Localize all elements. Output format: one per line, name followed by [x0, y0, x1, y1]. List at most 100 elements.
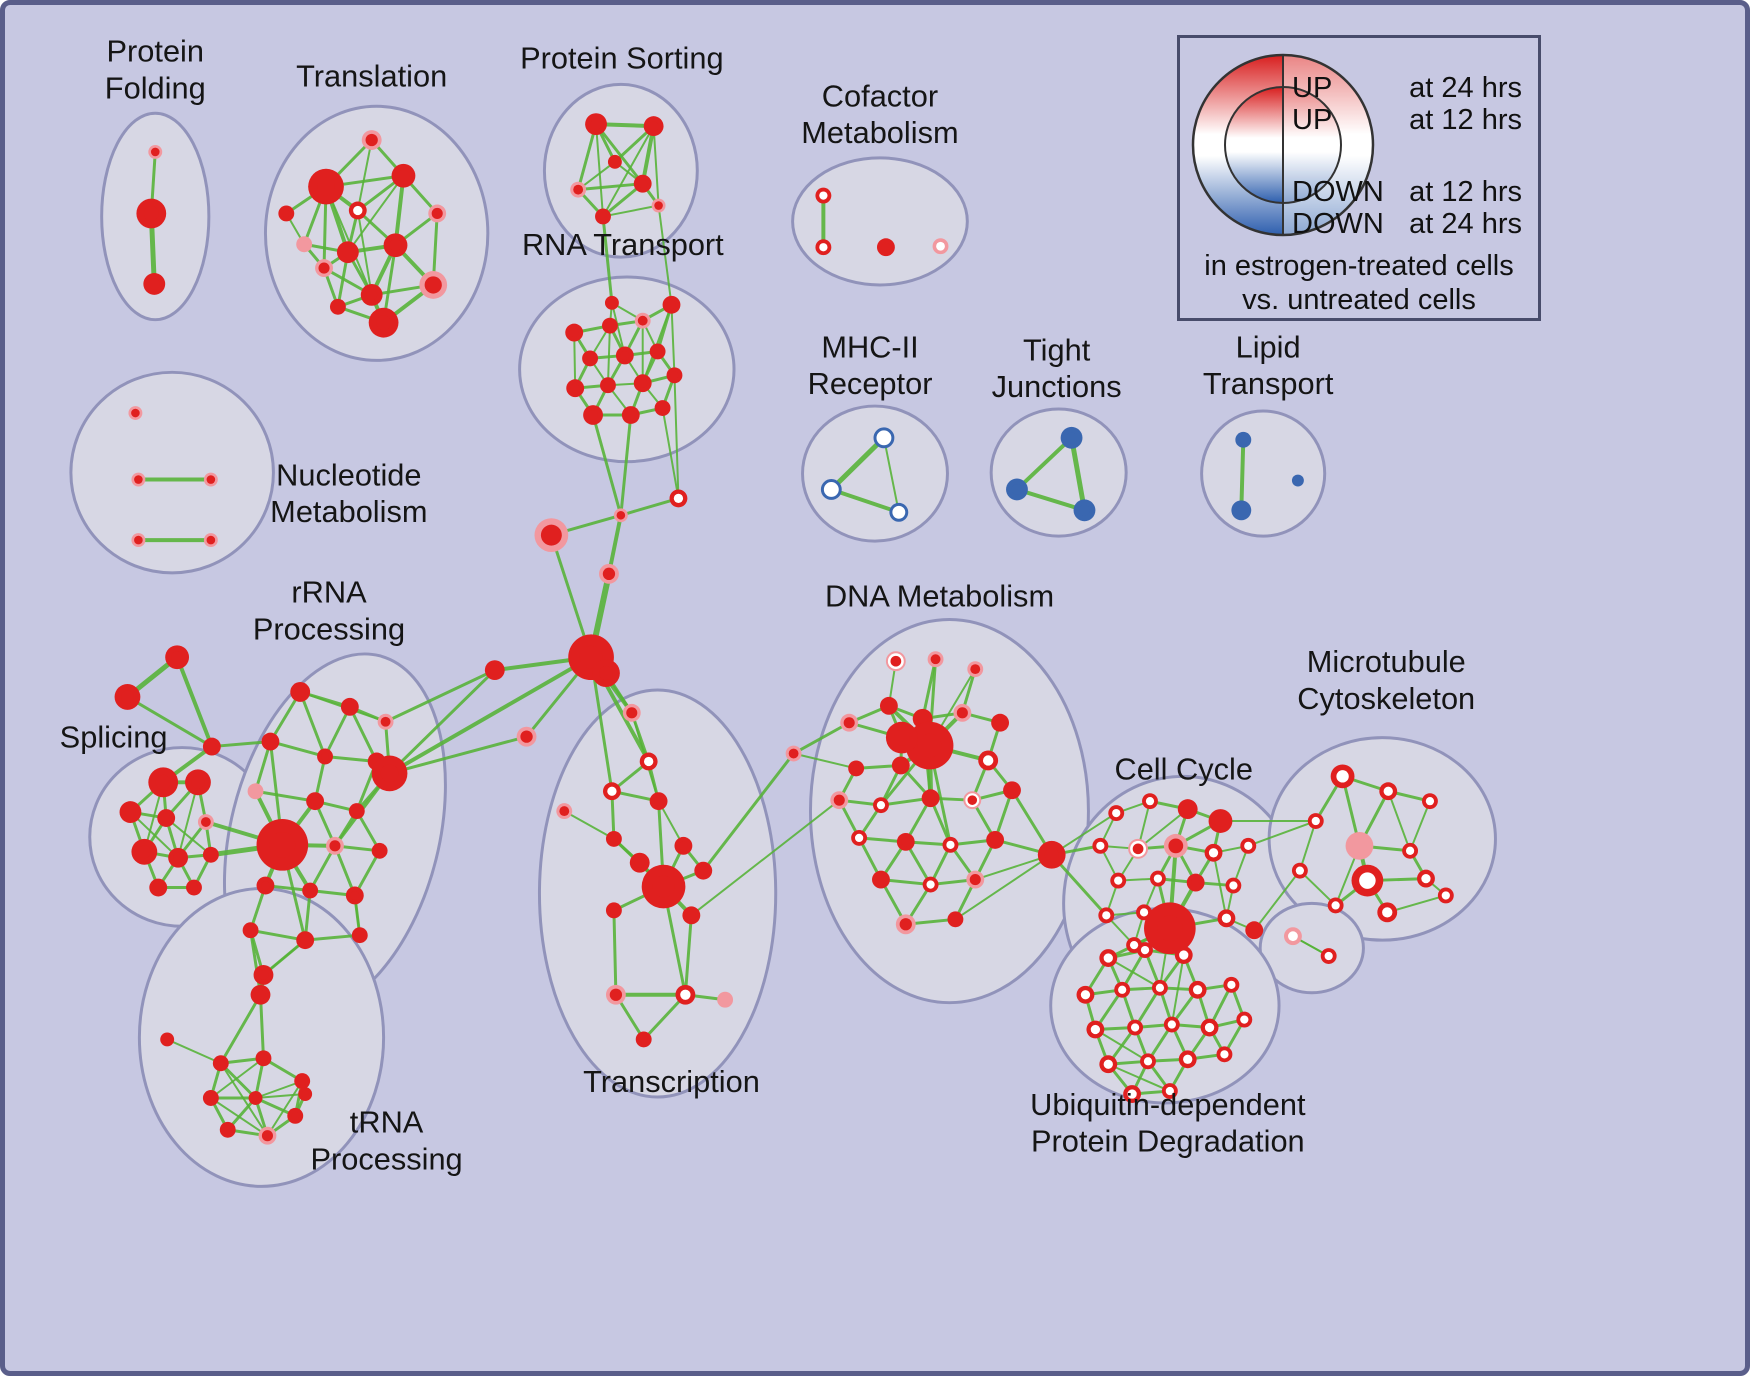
gene-node[interactable]: [1186, 873, 1205, 892]
gene-node[interactable]: [247, 783, 264, 800]
gene-node[interactable]: [1114, 981, 1131, 998]
gene-node[interactable]: [1092, 837, 1109, 854]
gene-node[interactable]: [351, 927, 368, 944]
gene-node[interactable]: [185, 769, 211, 796]
gene-node[interactable]: [717, 991, 734, 1008]
gene-node[interactable]: [255, 1050, 272, 1067]
gene-node[interactable]: [202, 846, 219, 863]
gene-node[interactable]: [1076, 985, 1095, 1004]
gene-node[interactable]: [896, 832, 915, 851]
gene-node[interactable]: [851, 829, 868, 846]
gene-node[interactable]: [1216, 1046, 1233, 1063]
gene-node[interactable]: [639, 752, 658, 771]
gene-node[interactable]: [131, 838, 158, 865]
gene-node[interactable]: [1208, 809, 1233, 833]
gene-node[interactable]: [556, 803, 573, 820]
gene-node[interactable]: [633, 174, 652, 193]
gene-node[interactable]: [258, 1126, 277, 1145]
gene-node[interactable]: [615, 346, 634, 365]
gene-node[interactable]: [256, 876, 275, 895]
gene-node[interactable]: [605, 984, 626, 1005]
gene-node[interactable]: [873, 797, 889, 814]
gene-node[interactable]: [1240, 837, 1257, 854]
gene-node[interactable]: [419, 271, 448, 299]
gene-node[interactable]: [978, 750, 999, 771]
gene-node[interactable]: [604, 295, 619, 310]
gene-node[interactable]: [651, 198, 666, 213]
gene-node[interactable]: [607, 154, 622, 169]
gene-node[interactable]: [675, 984, 696, 1005]
gene-node[interactable]: [967, 661, 984, 678]
gene-node[interactable]: [428, 204, 447, 223]
gene-node[interactable]: [1307, 813, 1324, 829]
gene-node[interactable]: [895, 914, 916, 935]
gene-node[interactable]: [986, 830, 1005, 849]
gene-node[interactable]: [377, 713, 394, 730]
gene-node[interactable]: [840, 713, 859, 732]
gene-node[interactable]: [820, 479, 842, 500]
gene-node[interactable]: [1099, 949, 1118, 967]
gene-node[interactable]: [1188, 980, 1207, 999]
gene-node[interactable]: [261, 732, 280, 751]
gene-node[interactable]: [1320, 948, 1337, 964]
gene-node[interactable]: [1142, 793, 1158, 810]
gene-node[interactable]: [278, 205, 295, 222]
gene-node[interactable]: [326, 836, 344, 855]
gene-node[interactable]: [534, 518, 569, 552]
gene-node[interactable]: [348, 201, 367, 220]
gene-node[interactable]: [1137, 942, 1153, 959]
gene-node[interactable]: [1086, 1020, 1105, 1039]
gene-node[interactable]: [340, 697, 359, 716]
gene-node[interactable]: [1284, 927, 1302, 946]
gene-node[interactable]: [1003, 781, 1021, 800]
gene-node[interactable]: [602, 782, 621, 801]
gene-node[interactable]: [212, 1055, 229, 1072]
gene-node[interactable]: [1417, 869, 1435, 888]
gene-node[interactable]: [921, 789, 940, 808]
gene-node[interactable]: [242, 922, 259, 939]
gene-node[interactable]: [1177, 799, 1198, 820]
gene-node[interactable]: [641, 864, 686, 909]
gene-node[interactable]: [891, 756, 910, 775]
gene-node[interactable]: [290, 682, 311, 702]
gene-node[interactable]: [694, 861, 713, 880]
gene-node[interactable]: [1110, 872, 1127, 889]
gene-node[interactable]: [168, 847, 189, 868]
gene-node[interactable]: [629, 852, 650, 873]
gene-node[interactable]: [131, 533, 146, 548]
gene-node[interactable]: [601, 317, 618, 334]
gene-node[interactable]: [361, 130, 382, 150]
gene-node[interactable]: [128, 406, 143, 420]
gene-node[interactable]: [149, 878, 168, 897]
gene-node[interactable]: [872, 870, 890, 889]
gene-node[interactable]: [599, 563, 619, 584]
gene-node[interactable]: [1225, 877, 1242, 894]
gene-node[interactable]: [1073, 499, 1096, 522]
gene-node[interactable]: [296, 236, 313, 253]
gene-node[interactable]: [165, 645, 190, 670]
gene-node[interactable]: [148, 144, 163, 159]
gene-node[interactable]: [674, 836, 693, 855]
gene-node[interactable]: [203, 533, 218, 548]
gene-node[interactable]: [1099, 1055, 1118, 1074]
gene-node[interactable]: [583, 405, 603, 425]
gene-node[interactable]: [1245, 921, 1264, 940]
gene-node[interactable]: [294, 1073, 311, 1090]
gene-node[interactable]: [963, 791, 982, 810]
gene-node[interactable]: [1149, 870, 1166, 887]
gene-node[interactable]: [876, 238, 895, 257]
gene-node[interactable]: [1330, 764, 1355, 789]
gene-node[interactable]: [947, 911, 964, 928]
gene-node[interactable]: [119, 801, 142, 824]
gene-node[interactable]: [1123, 1085, 1142, 1103]
gene-node[interactable]: [634, 312, 651, 329]
gene-node[interactable]: [1351, 864, 1384, 897]
gene-node[interactable]: [566, 379, 585, 398]
gene-node[interactable]: [1037, 840, 1066, 869]
gene-node[interactable]: [848, 760, 865, 777]
gene-node[interactable]: [287, 1107, 304, 1124]
gene-node[interactable]: [1231, 500, 1252, 521]
gene-node[interactable]: [585, 113, 607, 136]
gene-node[interactable]: [592, 659, 620, 688]
gene-node[interactable]: [1174, 946, 1193, 964]
